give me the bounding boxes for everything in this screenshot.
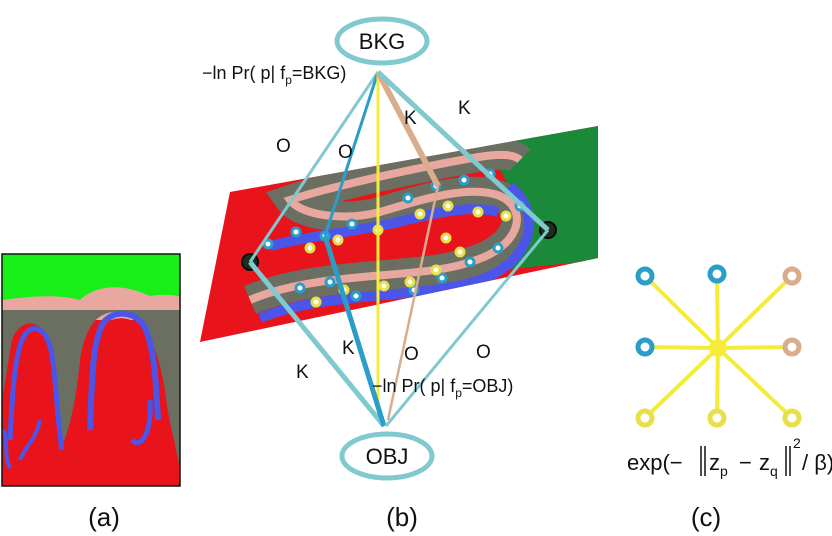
neighbor-pixel — [635, 337, 655, 357]
pixel-ring — [472, 206, 484, 218]
weight-label: O — [476, 342, 491, 363]
weight-label: K — [342, 338, 355, 359]
caption-c: (c) — [691, 502, 721, 532]
pixel-plane — [200, 126, 598, 342]
weight-label: O — [404, 344, 419, 365]
neighbor-pixel — [707, 408, 727, 428]
spoke — [643, 346, 720, 420]
pixel-ring — [442, 200, 454, 212]
link-bkg-left — [248, 71, 380, 263]
pixel-ring — [436, 272, 448, 284]
link-bkg-right — [376, 70, 550, 232]
unary-term-obj: −ln Pr( p| fp=OBJ) — [372, 376, 513, 400]
unary-term-bkg: −ln Pr( p| fp=BKG) — [202, 63, 346, 87]
link-tan-down — [386, 185, 440, 421]
panel-a-frame — [1, 253, 181, 487]
link-obj-inner — [322, 235, 387, 427]
caption-a: (a) — [88, 502, 120, 532]
pixel-ring — [402, 192, 414, 204]
panel-a-image — [2, 254, 180, 486]
plane-boundary-blue — [268, 204, 500, 251]
node-bkg-ellipse — [334, 16, 430, 66]
pixel-ring — [430, 264, 442, 276]
spoke — [715, 273, 720, 349]
object-finger — [84, 318, 168, 486]
pairwise-term: exp(− zp − zq 2 / β) — [627, 435, 832, 479]
pixel-ring — [500, 210, 512, 222]
pairwise-minus: − — [739, 450, 752, 475]
link-obj-left — [248, 260, 386, 428]
pixel-ring — [346, 218, 358, 230]
neighbor-pixel — [707, 264, 727, 284]
pairwise-suffix: / β) — [802, 450, 832, 475]
spoke — [643, 274, 720, 350]
pixel-ring — [378, 280, 390, 292]
pixel-ring — [458, 174, 470, 186]
weight-label: O — [338, 142, 353, 163]
pairwise-zq: zq — [759, 450, 778, 479]
link-obj-right — [384, 229, 550, 427]
contour-line — [7, 326, 65, 451]
node-obj: OBJ — [339, 431, 435, 481]
contour-line — [87, 310, 161, 431]
link-bkg-inner — [323, 71, 380, 237]
node-obj-label: OBJ — [366, 444, 409, 469]
pairwise-exponent: 2 — [793, 435, 801, 451]
plane-boundary-blue — [258, 182, 535, 323]
node-bkg-label: BKG — [359, 29, 405, 54]
pixel-ring — [294, 282, 306, 294]
spoke — [644, 345, 719, 350]
pairwise-zp: zp — [709, 450, 728, 479]
neighbor-pixel — [782, 337, 802, 357]
neighbor-spokes — [643, 273, 794, 420]
pixel-ring — [404, 276, 416, 288]
spoke — [716, 274, 794, 350]
pixel-ring — [290, 226, 302, 238]
neighbor-pixel — [635, 266, 655, 286]
contour-line — [130, 399, 153, 445]
boundary-band-gray — [2, 310, 180, 470]
pixel-ring — [492, 242, 504, 254]
node-bkg: BKG — [334, 16, 430, 66]
spoke — [717, 345, 793, 350]
node-obj-ellipse — [339, 431, 435, 481]
weight-label: K — [404, 108, 417, 129]
pixel-ring — [350, 290, 362, 302]
pixel-ring — [454, 246, 466, 258]
neighbor-pixel — [635, 408, 655, 428]
pixel-rings-yellow — [304, 200, 512, 308]
pixel-ring — [414, 208, 426, 220]
contour-line — [18, 419, 42, 461]
pixel-ring — [464, 256, 476, 268]
contour-line — [2, 429, 12, 469]
spoke — [716, 346, 794, 420]
pixel-ring — [324, 276, 336, 288]
pixel-ring — [304, 242, 316, 254]
pairwise-prefix: exp(− — [627, 450, 683, 475]
caption-b: (b) — [386, 502, 418, 532]
neighbor-pixel — [782, 266, 802, 286]
pixel-ring — [332, 234, 344, 246]
link-bkg-tan — [375, 70, 441, 188]
pixel-ring — [310, 296, 322, 308]
graph-links — [248, 70, 550, 428]
weight-label: K — [296, 362, 309, 383]
neighbor-pixel — [782, 408, 802, 428]
weight-label: K — [458, 98, 471, 119]
pixel-ring — [440, 232, 452, 244]
weight-label: O — [276, 136, 291, 157]
spoke — [715, 347, 720, 419]
panel-c-neighborhood — [635, 264, 802, 428]
center-pixel — [709, 339, 727, 357]
pixel-ring — [262, 238, 274, 250]
